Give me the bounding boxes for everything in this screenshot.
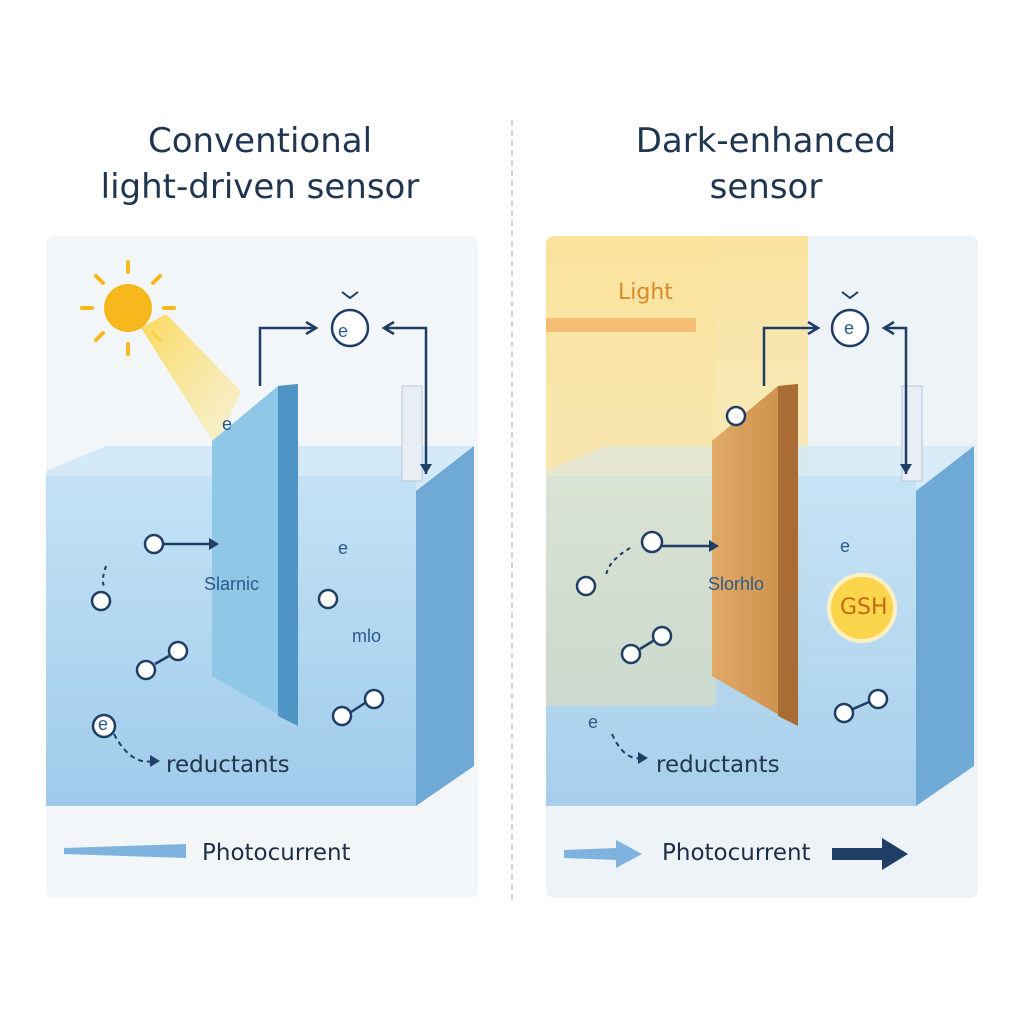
electrode-label: Slorhlo bbox=[708, 574, 765, 594]
molecule-icon bbox=[90, 533, 385, 739]
counter-electrode bbox=[401, 385, 423, 482]
electron-label-mid: e bbox=[338, 538, 349, 558]
light-beam bbox=[141, 314, 241, 446]
left-title-line2: light-driven sensor bbox=[100, 167, 420, 207]
electron-label-mid: e bbox=[840, 536, 851, 556]
right-title-line2: sensor bbox=[709, 167, 823, 207]
electrode-label: Slarnic bbox=[204, 574, 260, 594]
photocurrent-label: Photocurrent bbox=[662, 840, 811, 866]
electron-label-bottom: e bbox=[588, 712, 599, 732]
left-title: Conventional light-driven sensor bbox=[40, 118, 480, 210]
dark-enhanced-sensor-panel: Light e Slorhlo e GSH e reductants Photo… bbox=[546, 236, 978, 898]
circuit-label: e bbox=[338, 321, 349, 341]
electron-label-top: e bbox=[222, 414, 233, 434]
panel-divider bbox=[511, 120, 513, 900]
right-electrode bbox=[712, 384, 798, 726]
circuit-wire bbox=[258, 326, 314, 386]
photocurrent-arrow bbox=[64, 844, 186, 858]
mid-label: mlo bbox=[352, 626, 382, 646]
right-title: Dark-enhanced sensor bbox=[546, 118, 986, 210]
conventional-sensor-diagram bbox=[46, 260, 474, 858]
conventional-sensor-panel: e e Slarnic e mlo e reductants Photocurr… bbox=[46, 236, 478, 898]
circuit-wire bbox=[762, 326, 816, 386]
right-electrode-side bbox=[778, 384, 798, 726]
left-electrode-side bbox=[278, 384, 298, 726]
light-arrow bbox=[546, 318, 696, 332]
photocurrent-arrow-light bbox=[564, 840, 642, 868]
left-title-line1: Conventional bbox=[147, 121, 373, 161]
water-side bbox=[916, 446, 974, 806]
molecule-icon bbox=[575, 405, 889, 724]
water-side bbox=[416, 446, 474, 806]
reductants-label: reductants bbox=[166, 752, 290, 778]
dark-enhanced-sensor-diagram bbox=[546, 236, 974, 870]
reductants-label: reductants bbox=[656, 752, 780, 778]
light-label: Light bbox=[618, 280, 673, 305]
left-electrode bbox=[212, 384, 298, 726]
gsh-label: GSH bbox=[840, 595, 888, 620]
photocurrent-label: Photocurrent bbox=[202, 840, 351, 866]
photocurrent-arrow-dark bbox=[832, 838, 908, 870]
circuit-label: e bbox=[844, 318, 855, 338]
ammeter-icon bbox=[330, 291, 370, 348]
ammeter-icon bbox=[830, 291, 870, 348]
gsh-circle bbox=[827, 573, 897, 643]
sun-icon bbox=[80, 260, 176, 356]
electron-label-bottom: e bbox=[98, 714, 109, 734]
right-title-line1: Dark-enhanced bbox=[635, 121, 897, 161]
